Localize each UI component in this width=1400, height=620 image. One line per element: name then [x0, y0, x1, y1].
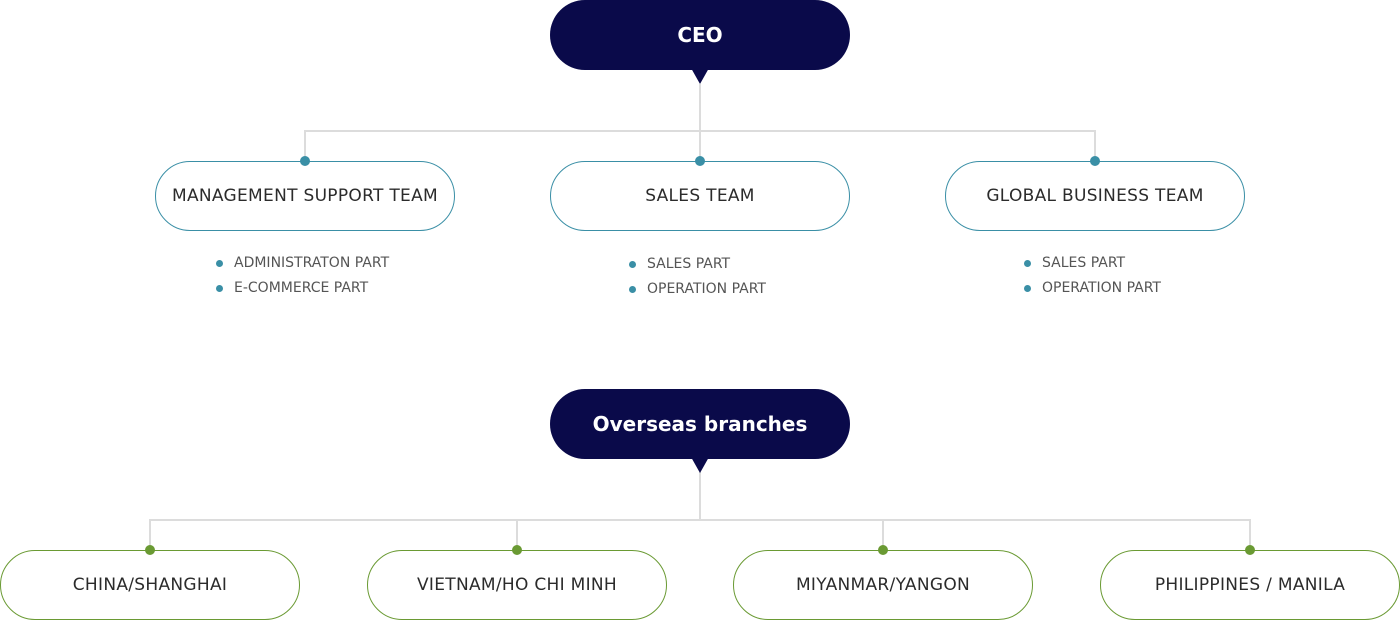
team-sales: SALES TEAM [550, 161, 850, 231]
team-label: GLOBAL BUSINESS TEAM [986, 186, 1204, 206]
branch-label: PHILIPPINES / MANILA [1154, 575, 1346, 595]
branch-philippines-manila: PHILIPPINES / MANILA [1100, 550, 1400, 620]
team-drop-line-2 [699, 130, 701, 161]
branch-drop-line-2 [516, 519, 518, 550]
team-connector-dot [695, 156, 705, 166]
branch-label: MIYANMAR/YANGON [795, 575, 971, 595]
bullet-dot [629, 285, 636, 293]
overseas-branches-node: Overseas branches [550, 389, 850, 473]
ceo-trunk-line [699, 84, 701, 132]
branch-connector-dot [1245, 545, 1255, 555]
branch-bus-line [149, 519, 1251, 521]
ceo-label: CEO [677, 23, 723, 47]
part-label: OPERATION PART [647, 280, 766, 297]
part-label: E-COMMERCE PART [234, 279, 369, 296]
branch-drop-line-1 [149, 519, 151, 550]
sales-parts-list: SALES PART OPERATION PART [629, 252, 766, 301]
branch-connector-dot [145, 545, 155, 555]
part-label: SALES PART [647, 256, 731, 272]
bullet-dot [1024, 284, 1031, 292]
branch-drop-line-4 [1249, 519, 1251, 550]
ceo-node: CEO [550, 0, 850, 84]
team-drop-line-1 [304, 130, 306, 161]
list-item: OPERATION PART [629, 277, 766, 302]
branch-china-shanghai: CHINA/SHANGHAI [0, 550, 300, 620]
management-parts-list: ADMINISTRATON PART E-COMMERCE PART [216, 251, 389, 300]
team-management-support: MANAGEMENT SUPPORT TEAM [155, 161, 455, 231]
part-label: ADMINISTRATON PART [234, 255, 390, 271]
bullet-dot [216, 260, 223, 267]
branch-drop-line-3 [882, 519, 884, 550]
overseas-pointer [691, 457, 709, 473]
list-item: SALES PART [1024, 251, 1161, 276]
bullet-dot [629, 261, 636, 268]
team-global-business: GLOBAL BUSINESS TEAM [945, 161, 1245, 231]
team-label: MANAGEMENT SUPPORT TEAM [172, 186, 438, 206]
team-drop-line-3 [1094, 130, 1096, 161]
global-parts-list: SALES PART OPERATION PART [1024, 251, 1161, 300]
branch-label: VIETNAM/HO CHI MINH [416, 575, 618, 595]
branch-vietnam-ho-chi-minh: VIETNAM/HO CHI MINH [367, 550, 667, 620]
team-connector-dot [300, 156, 310, 166]
bullet-dot [216, 284, 223, 292]
part-label: OPERATION PART [1042, 279, 1161, 296]
list-item: E-COMMERCE PART [216, 276, 389, 301]
list-item: ADMINISTRATON PART [216, 251, 389, 276]
branch-connector-dot [512, 545, 522, 555]
branch-connector-dot [878, 545, 888, 555]
list-item: OPERATION PART [1024, 276, 1161, 301]
branch-label: CHINA/SHANGHAI [72, 575, 228, 595]
ceo-pointer [691, 68, 709, 84]
overseas-label: Overseas branches [592, 412, 808, 436]
team-connector-dot [1090, 156, 1100, 166]
part-label: SALES PART [1042, 255, 1126, 271]
list-item: SALES PART [629, 252, 766, 277]
overseas-trunk-line [699, 472, 701, 521]
bullet-dot [1024, 260, 1031, 267]
team-label: SALES TEAM [645, 186, 755, 206]
branch-miyanmar-yangon: MIYANMAR/YANGON [733, 550, 1033, 620]
